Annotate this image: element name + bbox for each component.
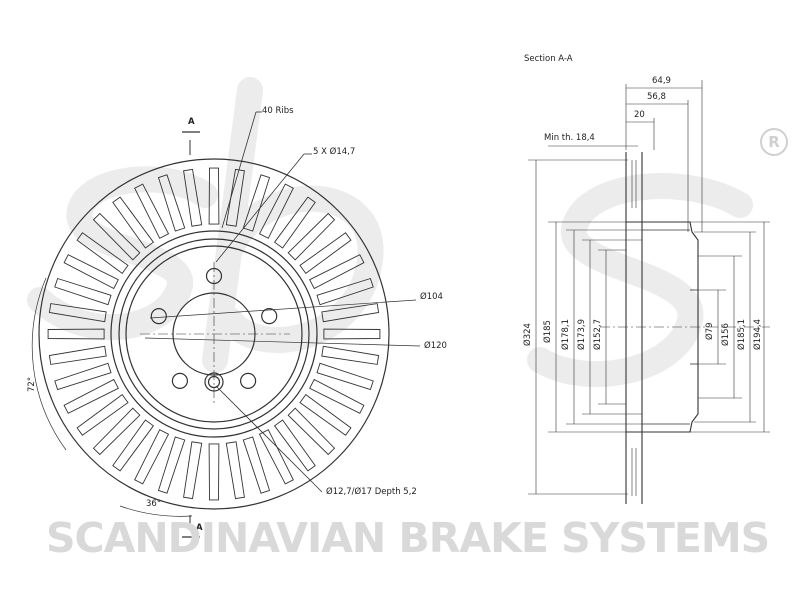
angle-arc-left [31,277,67,451]
section-view [528,80,770,504]
dia-185-label: Ø185 [543,320,553,343]
cooling-rib [112,419,155,472]
angle-left-label: 72° [27,376,37,392]
dia-178-label: Ø178,1 [561,318,571,350]
bolt-hole [171,372,188,389]
dia-152-label: Ø152,7 [593,318,603,350]
cooling-rib [92,212,141,261]
cooling-rib [54,277,112,306]
section-marker-bottom: A [196,523,203,533]
pcd-label: Ø104 [420,292,443,302]
hat-profile-lower [626,394,699,433]
brand-tagline: SCANDINAVIAN BRAKE SYSTEMS [46,514,770,562]
registered-trademark-icon: R [760,128,788,156]
cooling-rib [208,167,220,225]
dimension-lines [528,80,770,495]
cooling-rib [258,183,294,239]
dia-outer-label: Ø324 [523,323,533,346]
cooling-rib [299,232,352,275]
dia-79-label: Ø79 [705,322,715,340]
cooling-rib [225,441,245,500]
centering-diameter-label: Ø120 [424,341,447,351]
cooling-rib [287,212,336,261]
thickness-label: 20 [634,110,645,120]
cooling-rib [157,436,186,494]
cooling-rib [134,429,170,485]
cooling-rib [273,196,316,249]
section-marker-top: A [188,117,195,127]
leader-locator-hole [215,385,323,493]
disc-ring-inner-edge [110,230,318,438]
cooling-rib [242,436,271,494]
cooling-rib [48,345,107,365]
angle-arc-bottom [119,505,193,517]
hat-outer-edge [118,238,310,430]
cooling-rib [112,196,155,249]
cooling-rib [76,393,129,436]
cooling-rib [309,254,365,290]
cooling-rib [48,303,107,323]
dia-194-label: Ø194,4 [753,318,763,350]
bolt-holes-label: 5 X Ø14,7 [313,147,356,157]
cooling-rib [183,168,203,227]
cooling-rib [242,174,271,232]
dia-185-1-label: Ø185,1 [737,318,747,350]
cooling-rib [208,443,220,501]
leader-bolt-holes [215,153,305,263]
rib-count-label: 40 Ribs [262,106,294,116]
cooling-rib [321,303,380,323]
cooling-rib [225,168,245,227]
cooling-rib [299,393,352,436]
logo-letter-b [202,77,384,373]
cooling-rib [47,328,105,340]
angle-bottom-label: 36° [146,499,162,509]
cooling-rib [287,407,336,456]
leader-centering [144,337,421,347]
cooling-rib [134,183,170,239]
cooling-rib [183,441,203,500]
cooling-rib [157,174,186,232]
hat-inner-edge [125,245,303,423]
locator-hole-label: Ø12,7/Ø17 Depth 5,2 [326,487,417,497]
bolt-hole [240,372,257,389]
hat-profile-upper [626,221,699,260]
cooling-rib [92,407,141,456]
bolt-hole [150,308,167,325]
cooling-rib [309,378,365,414]
leader-pcd [149,299,417,319]
dia-156-label: Ø156 [721,323,731,346]
disc-outer-edge [38,158,390,510]
cooling-rib [63,378,119,414]
cooling-rib [316,362,374,391]
cooling-rib [316,277,374,306]
dia-173-label: Ø173,9 [577,318,587,350]
cooling-rib [273,419,316,472]
min-thickness-label: Min th. 18,4 [544,133,595,143]
width-total-label: 64,9 [652,76,671,86]
width-hat-label: 56,8 [647,92,666,102]
cooling-rib [321,345,380,365]
cooling-rib [63,254,119,290]
leader-ribs [221,111,257,229]
bolt-hole [261,308,278,325]
cooling-rib [54,362,112,391]
cooling-rib [76,232,129,275]
front-view [31,111,421,538]
cooling-rib [323,328,381,340]
section-title: Section A-A [524,54,573,64]
